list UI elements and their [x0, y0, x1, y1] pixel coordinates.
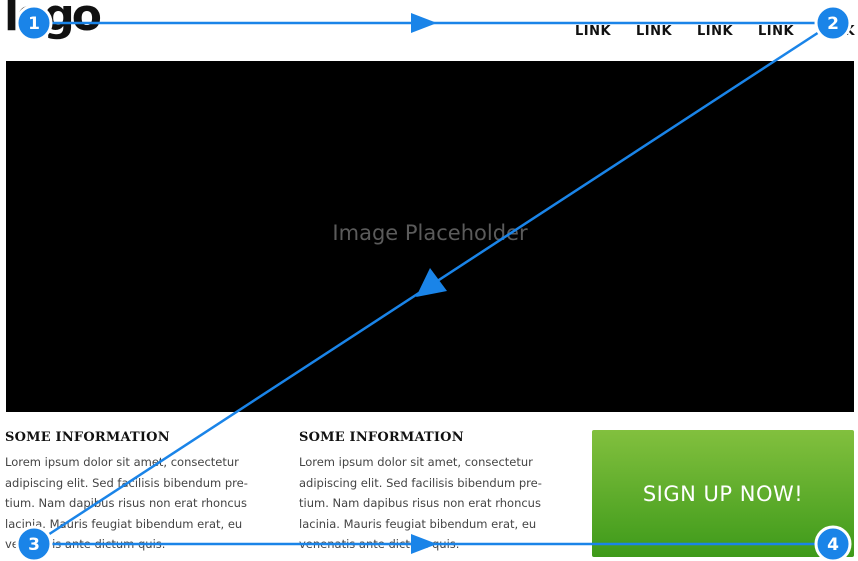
step-marker-2: 2 [814, 4, 852, 42]
info-body-2-line-2: adipiscing elit. Sed facilisis bibendum … [299, 475, 542, 490]
flow-path-2-to-3 [33, 21, 834, 546]
info-heading-1: SOME INFORMATION [5, 430, 170, 445]
step-marker-1-circle [15, 4, 53, 42]
nav-link-4[interactable]: LINK [758, 24, 795, 39]
nav-link-2[interactable]: LINK [636, 24, 673, 39]
step-marker-3: 3 [15, 525, 53, 561]
step-marker-1: 1 [15, 4, 53, 42]
hero-image-placeholder: Image Placeholder [6, 61, 854, 412]
flow-arrow-2-to-3 [416, 268, 447, 297]
flow-arrow-3-to-4 [411, 534, 437, 554]
nav-link-3[interactable]: LINK [697, 24, 734, 39]
info-body-2-line-4: lacinia. Mauris feugiat bibendum erat, e… [299, 516, 537, 531]
step-marker-3-label: 3 [28, 535, 40, 555]
flow-arrow-1-to-2 [411, 13, 437, 33]
step-marker-4-circle [814, 525, 852, 561]
flow-path-3-to-4 [34, 534, 833, 554]
step-marker-4-label: 4 [827, 535, 839, 555]
info-body-2-line-3: tium. Nam dapibus risus non erat rhoncus [299, 496, 541, 510]
step-marker-3-circle [15, 525, 53, 561]
info-body-1-line-3: tium. Nam dapibus risus non erat rhoncus [5, 496, 247, 510]
step-marker-1-label: 1 [28, 14, 40, 34]
hero-placeholder-label: Image Placeholder [332, 221, 528, 245]
info-body-1-line-4: lacinia. Mauris feugiat bibendum erat, e… [5, 516, 243, 531]
flow-path-1-to-2 [34, 13, 833, 33]
step-marker-4: 4 [814, 525, 852, 561]
info-body-1-line-1: Lorem ipsum dolor sit amet, consectetur [5, 455, 239, 469]
nav-link-1[interactable]: LINK [575, 24, 612, 39]
step-marker-2-label: 2 [827, 14, 839, 34]
sign-up-button[interactable]: SIGN UP NOW! [592, 430, 854, 557]
info-body-2-line-1: Lorem ipsum dolor sit amet, consectetur [299, 455, 533, 469]
step-marker-2-circle [814, 4, 852, 42]
info-heading-2: SOME INFORMATION [299, 430, 464, 445]
